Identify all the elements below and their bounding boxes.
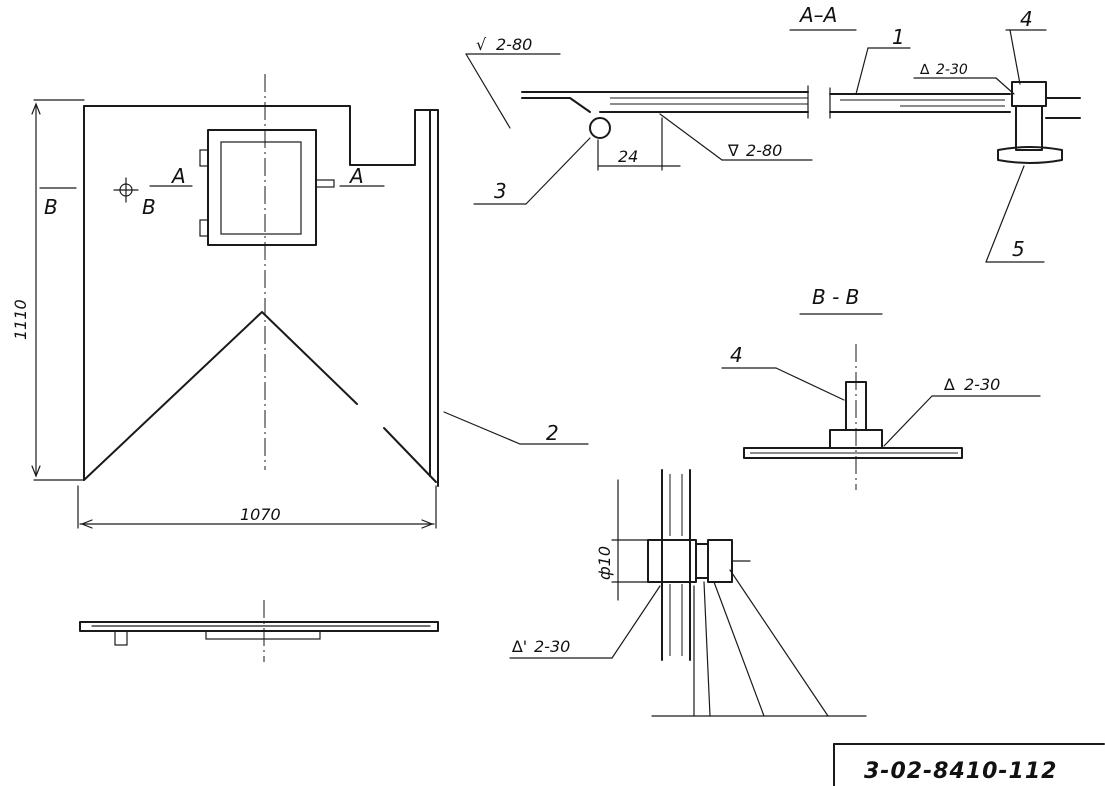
dia-dim-label: ф10	[595, 546, 614, 580]
bb-plate	[743, 447, 963, 459]
latch-handle	[315, 179, 335, 188]
pos3-label: 3	[494, 179, 507, 203]
aa-nut	[1011, 81, 1047, 107]
pos2-label: 2	[546, 421, 559, 445]
weld-bb-symbol: ∆	[943, 375, 955, 394]
cut-marks: A A B B	[39, 164, 385, 219]
latch-spacer	[695, 543, 709, 579]
aa-knob	[997, 146, 1063, 164]
cut-b-left-label: B	[44, 195, 58, 219]
front-view	[83, 74, 439, 487]
pos5-label: 5	[1012, 237, 1025, 261]
section-bb: B - B 4 ∆ 2-30	[721, 285, 1041, 490]
section-aa: A–A 1 4 ∆ 2-30 5	[789, 3, 1081, 263]
weld-tr-leader	[659, 113, 723, 161]
hinge-pin	[589, 117, 611, 139]
weld-tr-symbol: ∇	[727, 141, 739, 160]
weld-detail-symbol: ∆'	[511, 637, 527, 656]
weld-tl-symbol: √	[476, 35, 487, 54]
leader-pos2-line	[443, 411, 589, 445]
callout-leader-3	[713, 581, 765, 717]
dim-width-arrows	[80, 519, 434, 529]
weld-aa-label: 2-30	[936, 62, 968, 78]
callout-leader-4	[729, 569, 829, 717]
panel-outline	[83, 105, 439, 487]
hinge-bottom	[199, 219, 209, 237]
pos5-leader	[985, 165, 1025, 263]
side-view-door	[205, 630, 321, 640]
side-view-stud	[114, 630, 128, 646]
dim24-label: 24	[618, 147, 638, 166]
dim-width-label: 1070	[240, 505, 281, 524]
pos3-leader	[525, 137, 591, 205]
section-aa-title: A–A	[798, 3, 837, 27]
title-block: 3-02-8410-112	[833, 743, 1105, 786]
weld-aa-leader	[995, 77, 1015, 95]
door-frame-inner	[220, 141, 302, 235]
drawing-designation: 3-02-8410-112	[864, 759, 1057, 784]
latch-detail: ф10 ∆' 2-30	[509, 469, 867, 717]
leader-pos2: 2	[443, 411, 589, 445]
pos4-aa-label: 4	[1020, 7, 1033, 31]
cut-a-right-label: A	[348, 164, 364, 188]
callout-leader-2	[703, 581, 711, 717]
pos4-aa-leader	[1009, 29, 1021, 85]
section-bb-title: B - B	[812, 285, 859, 309]
hinge-top	[199, 149, 209, 167]
weld-tr-label: 2-80	[746, 141, 782, 160]
latch-nut	[707, 539, 733, 583]
weld-tl-label: 2-80	[496, 35, 532, 54]
aa-stud	[1015, 105, 1043, 151]
weld-detail-label: 2-30	[534, 637, 570, 656]
brace-diagonal-right	[383, 427, 437, 483]
dim-height-arrows	[31, 102, 41, 478]
pos1-label: 1	[892, 25, 905, 49]
cut-b-right-label: B	[142, 195, 156, 219]
weld-aa-symbol: ∆	[919, 62, 930, 78]
weld-tl-leader	[465, 53, 511, 129]
dim-height-label: 1110	[11, 299, 30, 340]
latch-body	[647, 539, 697, 583]
weld-detail-leader	[611, 585, 661, 659]
door-frame-outer	[207, 129, 317, 246]
cut-a-left-label: A	[170, 164, 186, 188]
brace-diagonal-left	[83, 311, 358, 481]
pos4-bb-label: 4	[730, 343, 743, 367]
weld-bb-label: 2-30	[964, 375, 1000, 394]
hinge-detail: √ 2-80 24 ∇ 2-80 3	[465, 35, 813, 205]
front-dimensions: 1110 1070	[11, 99, 437, 529]
pos1-leader	[855, 47, 869, 95]
pos4-bb-leader	[775, 367, 845, 401]
hinge-bent-edge	[521, 97, 591, 113]
side-view	[79, 600, 439, 662]
weld-bb-leader	[883, 395, 933, 447]
